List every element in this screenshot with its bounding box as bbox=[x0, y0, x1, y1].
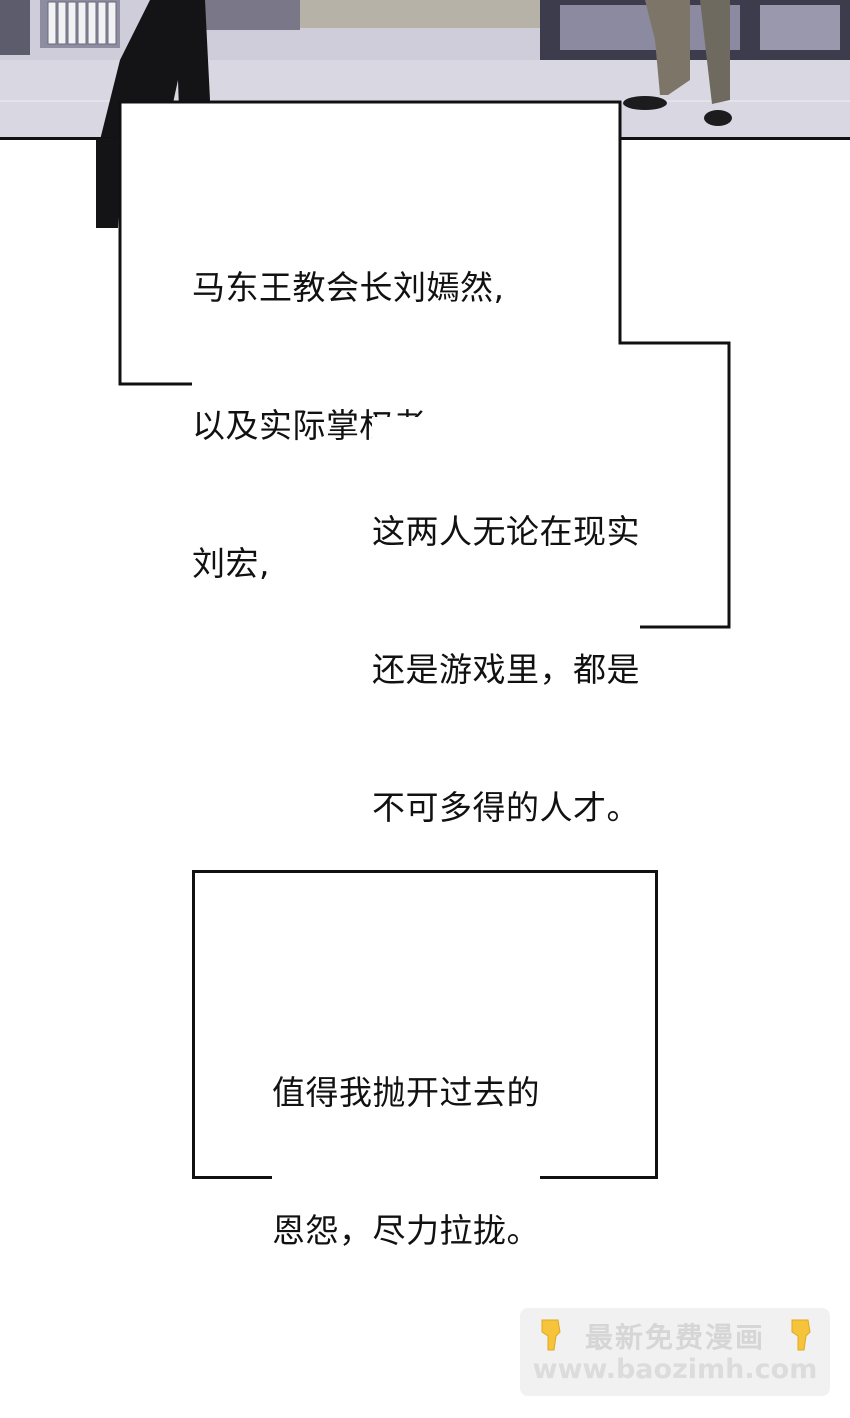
caption-line: 马东王教会长刘嫣然, bbox=[192, 268, 505, 307]
caption-text-recruit: 值得我抛开过去的 恩怨，尽力拉拢。 bbox=[272, 978, 540, 1300]
caption-line: 值得我抛开过去的 bbox=[272, 1073, 540, 1112]
caption-line: 不可多得的人才。 bbox=[372, 788, 640, 827]
caption-line: 刘宏, bbox=[192, 544, 270, 583]
caption-text-talent: 这两人无论在现实 还是游戏里，都是 不可多得的人才。 bbox=[372, 417, 640, 877]
caption-line: 恩怨，尽力拉拢。 bbox=[272, 1211, 540, 1250]
watermark-url: www.baozimh.com bbox=[532, 1354, 818, 1385]
pointing-down-hand-icon bbox=[541, 1319, 561, 1351]
watermark-title: 最新免费漫画 bbox=[584, 1321, 765, 1354]
caption-line: 这两人无论在现实 bbox=[372, 512, 640, 551]
caption-line: 还是游戏里，都是 bbox=[372, 650, 640, 689]
pointing-down-hand-icon bbox=[791, 1319, 811, 1351]
site-watermark[interactable]: 最新免费漫画 www.baozimh.com bbox=[520, 1308, 830, 1396]
